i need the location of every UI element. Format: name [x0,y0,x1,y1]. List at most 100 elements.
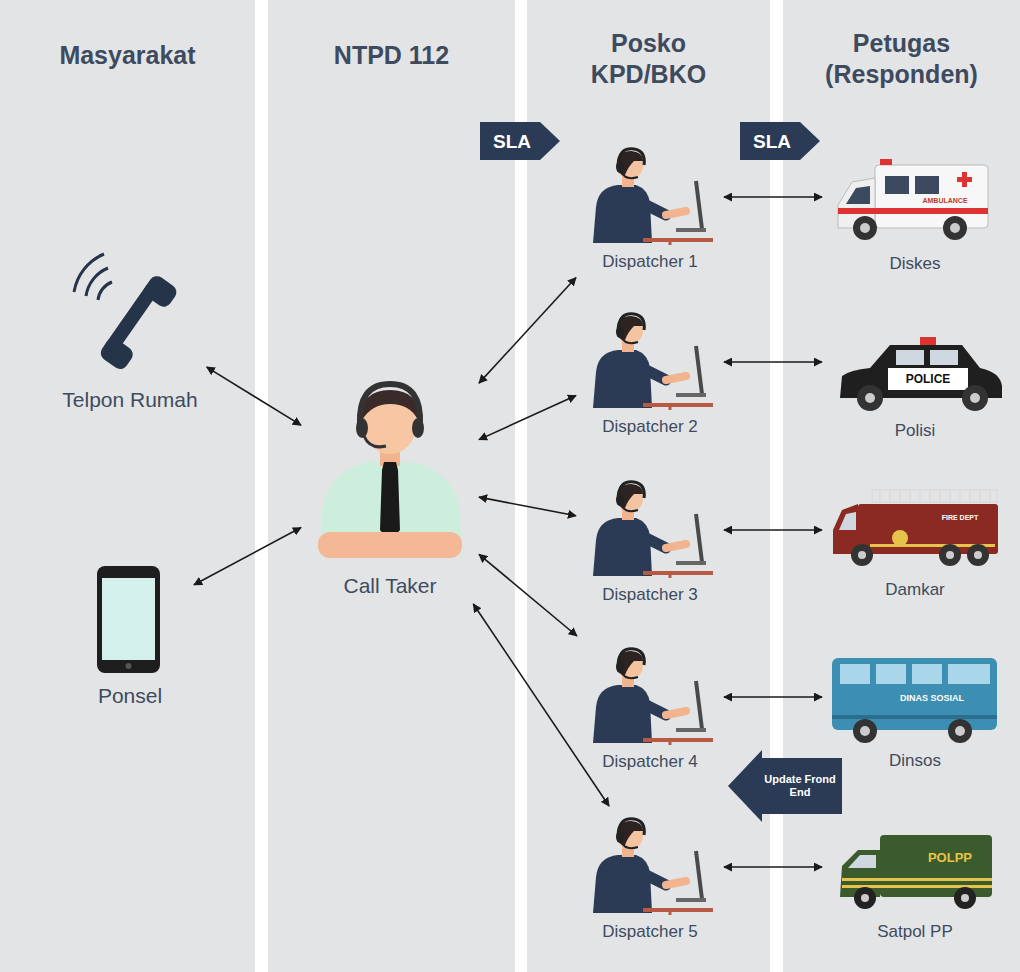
social-bus-part-part [948,664,990,684]
connector-arrow [479,396,576,440]
connector-arrow [207,367,301,425]
social-bus-part-part [853,719,877,743]
fire-truck-part-part [833,504,858,554]
node-label: Damkar [885,579,945,601]
police-car-part-part [970,393,980,403]
column-heading: Masyarakat [13,40,243,71]
social-bus-part [832,658,997,743]
node-label: Polisi [895,420,936,442]
node-label: Dispatcher 2 [602,416,697,438]
call-taker-figure-part-part [362,390,418,420]
node-label: Telpon Rumah [62,387,197,412]
telephone-icon-part-part [98,273,180,372]
label-holder: POLICE [889,372,967,386]
label-holder: DINAS SOSIAL [882,693,982,704]
ambulance-part-part [957,177,972,182]
fire-truck-part [833,490,998,566]
ambulance-part-part [915,176,939,194]
label-holder: FIRE DEPT [925,514,995,522]
node-label: Dispatcher 1 [602,251,697,273]
fire-truck-part-part [858,551,866,559]
police-car-part [840,337,1002,411]
satpol-truck-part-part [854,887,876,909]
police-car-part-part [857,385,883,411]
update-arrow-part-part [728,750,842,822]
node-label: Ponsel [98,683,162,708]
connector-arrow [724,529,822,531]
police-car-part-part [962,385,988,411]
node-label: Satpol PP [877,921,953,943]
ambulance-part-part [860,223,870,233]
connector-arrow [724,866,822,868]
social-bus-part-part [860,726,870,736]
fire-truck-part-part [946,551,954,559]
telephone-icon-part [74,254,180,372]
police-car-part-part [888,368,968,390]
sla-label: SLA [484,130,540,153]
vehicle-text: AMBULANCE [910,197,980,205]
label-holder: Update Frond End [764,773,836,799]
fire-truck-part-part [974,551,982,559]
fire-truck-part-part [939,544,961,566]
dispatcher-figures-part-part [593,314,713,410]
connector-arrow [194,528,301,585]
column-heading: NTPD 112 [277,40,507,71]
connector-arrow [724,696,822,698]
dispatcher-figures-part-part [593,149,713,245]
connector-arrow [473,604,609,806]
call-taker-figure-part-part [412,418,424,438]
mobile-phone-icon-part-part [126,663,132,669]
social-bus-part-part [876,664,906,684]
vehicle-text: FIRE DEPT [925,514,995,522]
column-band: Petugas (Responden)DiskesPolisiDamkarDin… [783,0,1020,972]
dispatcher-figures-part-part [593,819,713,915]
connector-arrow [724,196,822,198]
dispatcher-figures-part-part [593,649,713,745]
column-heading: Petugas (Responden) [814,28,989,90]
satpol-truck-part-part [842,878,992,881]
satpol-truck-part-part [848,855,876,868]
mobile-phone-icon-part [97,566,160,673]
ambulance-part-part [838,208,988,214]
ambulance-part-part [885,176,909,194]
sla-arrows-part-part [480,122,560,160]
call-taker-figure-part-part [356,418,368,438]
connector-arrow [479,278,576,384]
social-bus-part-part [948,719,972,743]
update-label: Update Frond End [764,773,836,799]
fire-truck-part-part [892,530,908,546]
mobile-phone-icon-part-part [97,566,160,673]
sla-arrows-part [480,122,820,160]
telephone-icon-part-part-part [141,273,179,310]
sla-arrows-part-part [740,122,820,160]
social-bus-part-part [955,726,965,736]
column-band: MasyarakatTelpon RumahPonsel [0,0,255,972]
mobile-phone-icon-part-part [102,578,155,660]
call-taker-figure-part-part [318,532,462,558]
social-bus-part-part [832,658,997,730]
telephone-icon-part-part [98,282,112,300]
telephone-icon-part-part [86,268,108,296]
label-holder: SLA [744,130,800,153]
column-band: Posko KPD/BKO Dispatcher 1 Dispatcher 2 Dis… [527,0,770,972]
vehicle-text: POLPP [915,850,985,866]
label-holder: AMBULANCE [910,197,980,205]
call-taker-figure-part [318,384,462,558]
connector-arrow [724,361,822,363]
telephone-icon-part-part [74,254,104,292]
telephone-icon-part-part-part [98,335,136,372]
ambulance-part [838,159,988,240]
phone-node: Telpon Rumah [57,258,202,414]
satpol-truck-part-part [954,887,976,909]
fire-truck-part-part [851,544,873,566]
police-car-part-part [930,350,958,365]
satpol-truck-part-part [861,894,869,902]
column-heading: Posko KPD/BKO [561,28,736,90]
police-car-part-part [865,393,875,403]
label-holder: POLPP [915,850,985,866]
node-label: Dispatcher 5 [602,921,697,943]
social-bus-part-part [832,715,997,719]
node-label: Diskes [889,253,940,275]
fire-truck-part-part [967,544,989,566]
dispatcher-figures-part-part [593,482,713,578]
